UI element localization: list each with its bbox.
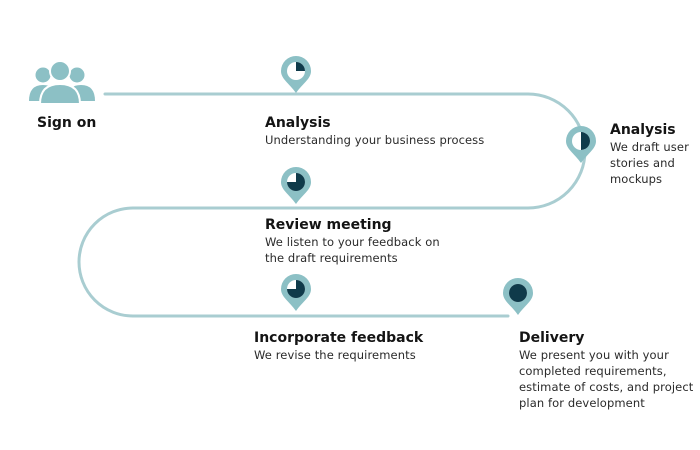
- description-line: We present you with your: [519, 348, 669, 362]
- step-delivery: Delivery We present you with your comple…: [519, 329, 693, 411]
- description-line: Understanding your business process: [265, 133, 485, 147]
- description-line: plan for development: [519, 396, 645, 410]
- step-description: We revise the requirements: [254, 347, 423, 363]
- map-pin-icon: [281, 167, 311, 204]
- step-title: Analysis: [265, 115, 331, 131]
- users-icon: [29, 60, 95, 105]
- description-line: completed requirements,: [519, 364, 667, 378]
- step-incorporate-feedback: Incorporate feedback We revise the requi…: [254, 329, 423, 363]
- progress-indicator: [296, 62, 305, 71]
- step-description: We listen to your feedback on the draft …: [265, 234, 440, 266]
- description-line: stories and: [610, 156, 675, 170]
- step-title: Review meeting: [265, 217, 392, 233]
- description-line: We revise the requirements: [254, 348, 416, 362]
- step-title: Incorporate feedback: [254, 330, 424, 346]
- step-analysis-stories: Analysis We draft user stories and mocku…: [610, 121, 689, 187]
- description-line: mockups: [610, 172, 663, 186]
- map-pin-icon: [281, 56, 311, 93]
- progress-indicator: [287, 280, 305, 298]
- step-description: We draft user stories and mockups: [610, 139, 689, 187]
- step-review-meeting: Review meeting We listen to your feedbac…: [265, 216, 440, 266]
- process-route: [77, 92, 587, 318]
- step-sign-on: Sign on: [37, 114, 96, 132]
- progress-indicator: [509, 284, 527, 302]
- description-line: the draft requirements: [265, 251, 398, 265]
- progress-indicator: [287, 173, 305, 191]
- description-line: We listen to your feedback on: [265, 235, 440, 249]
- step-title: Sign on: [37, 115, 97, 131]
- description-line: estimate of costs, and project: [519, 380, 694, 394]
- map-pin-icon: [566, 126, 596, 163]
- map-pin-icon: [281, 274, 311, 311]
- description-line: We draft user: [610, 140, 689, 154]
- step-description: Understanding your business process: [265, 132, 484, 148]
- step-title: Analysis: [610, 122, 676, 138]
- progress-indicator: [581, 132, 590, 150]
- map-pin-icon: [503, 278, 533, 315]
- step-description: We present you with your completed requi…: [519, 347, 693, 411]
- step-analysis-process: Analysis Understanding your business pro…: [265, 114, 484, 148]
- step-title: Delivery: [519, 330, 585, 346]
